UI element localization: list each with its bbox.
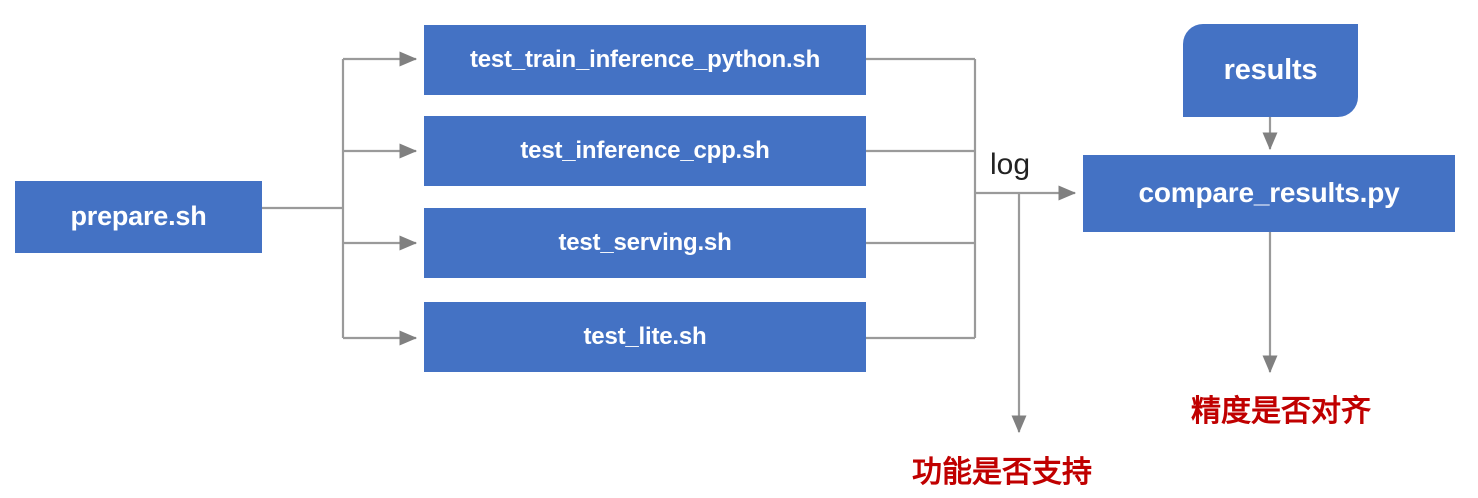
node-test-serving-sh[interactable]: test_serving.sh	[424, 208, 866, 278]
node-test-lite-sh[interactable]: test_lite.sh	[424, 302, 866, 372]
node-test-inference-cpp-sh[interactable]: test_inference_cpp.sh	[424, 116, 866, 186]
note-feature-supported: 功能是否支持	[912, 455, 1092, 490]
edge-label-log: log	[990, 148, 1031, 181]
note-precision-aligned: 精度是否对齐	[1191, 394, 1371, 429]
node-compare-results-py[interactable]: compare_results.py	[1083, 155, 1455, 232]
node-prepare-sh[interactable]: prepare.sh	[15, 181, 262, 253]
node-test-train-inference-python-sh[interactable]: test_train_inference_python.sh	[424, 25, 866, 95]
node-results[interactable]: results	[1183, 24, 1358, 117]
